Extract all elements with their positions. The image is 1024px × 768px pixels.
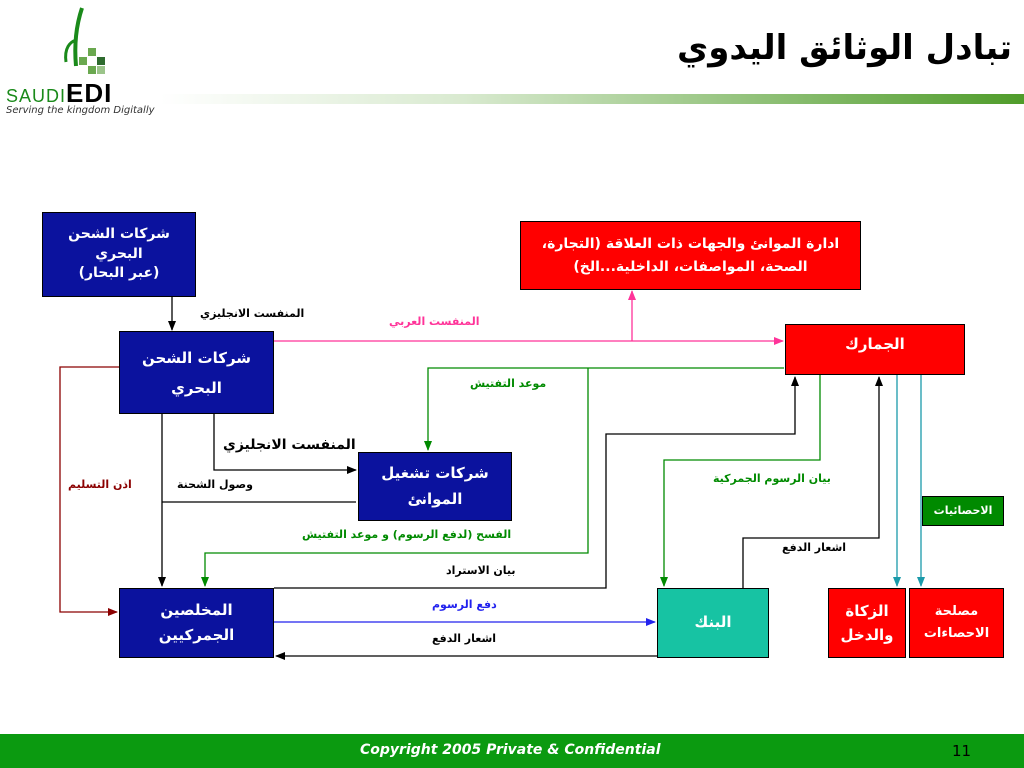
- label-english-manifest-2: المنفست الانجليزي: [223, 437, 356, 453]
- saudi-edi-logo: SAUDIEDI Serving the kingdom Digitally: [4, 4, 155, 120]
- customs-label: الجمارك: [845, 335, 905, 353]
- shipping-overseas-line-1: شركات الشحن: [68, 226, 170, 243]
- bank-label: البنك: [694, 613, 732, 632]
- label-arabic-manifest: المنفست العربي: [389, 315, 480, 328]
- logo-text-saudi: SAUDI: [6, 86, 67, 106]
- footer-copyright: Copyright 2005 Private & Confidential: [360, 742, 661, 758]
- stats-dept-line-1: مصلحة: [934, 603, 979, 619]
- shipping-lines-overseas-box: شركات الشحن البحري (عبر البحار): [42, 212, 196, 297]
- label-payment-notice-1: اشعار الدفع: [782, 541, 847, 554]
- edge-import-statement: [274, 376, 799, 589]
- statistics-tag-label: الاحصائيات: [933, 504, 993, 518]
- label-clearance: الفسح (لدفع الرسوم) و موعد التفتيش: [302, 528, 512, 541]
- label-customs-fee-statement: بيان الرسوم الجمركية: [713, 472, 831, 485]
- title-underline-bar: [160, 94, 1024, 104]
- customs-box: الجمارك: [785, 324, 965, 375]
- statistics-tag: الاحصائيات: [922, 496, 1004, 526]
- label-payment-notice-2: اشعار الدفع: [432, 632, 497, 645]
- shipping-overseas-line-3: (عبر البحار): [78, 265, 160, 282]
- label-english-manifest-1: المنفست الانجليزي: [200, 307, 305, 320]
- edge-english-manifest: [213, 414, 357, 474]
- zakat-line-2: والدخل: [840, 626, 894, 644]
- palm-logo-icon: [64, 7, 105, 74]
- logo-tagline: Serving the kingdom Digitally: [6, 105, 155, 116]
- bank-box: البنك: [657, 588, 769, 658]
- port-operators-box: شركات تشغيل الموانئ: [358, 452, 512, 521]
- edge-payment-notice-bank-customs: [742, 376, 883, 588]
- shipping-lines-box: شركات الشحن البحري: [119, 331, 274, 414]
- zakat-line-1: الزكاة: [845, 602, 889, 620]
- footer-bar: Copyright 2005 Private & Confidential 11: [0, 734, 1024, 768]
- edge-inspection-date: [424, 367, 784, 451]
- label-pay-fees: دفع الرسوم: [432, 598, 497, 611]
- statistics-dept-box: مصلحة الاحصاءات: [909, 588, 1004, 658]
- edge-delivery-permit: [59, 366, 119, 616]
- brokers-line-1: المخلصين: [160, 600, 233, 619]
- page-title: تبادل الوثائق اليدوي: [677, 28, 1012, 68]
- authorities-line-1: ادارة الموانئ والجهات ذات العلاقة (التجا…: [541, 236, 840, 253]
- label-shipment-arrival: وصول الشحنة: [177, 478, 253, 491]
- label-inspection-date: موعد التفتيش: [470, 377, 547, 390]
- customs-brokers-box: المخلصين الجمركيين: [119, 588, 274, 658]
- shipping-line-2: البحري: [171, 378, 222, 397]
- shipping-line-1: شركات الشحن: [141, 348, 252, 367]
- label-import-statement: بيان الاستراد: [446, 564, 516, 577]
- label-delivery-permit: اذن التسليم: [68, 478, 132, 491]
- authorities-line-2: الصحة، المواصفات، الداخلية...الخ): [573, 258, 808, 275]
- port-authorities-box: ادارة الموانئ والجهات ذات العلاقة (التجا…: [520, 221, 861, 290]
- port-operators-line-2: الموانئ: [407, 489, 463, 508]
- logo-text-edi: EDI: [66, 78, 113, 108]
- brokers-line-2: الجمركيين: [158, 626, 235, 644]
- stats-dept-line-2: الاحصاءات: [923, 626, 990, 641]
- shipping-overseas-line-2: البحري: [95, 245, 143, 262]
- page-number: 11: [952, 742, 972, 760]
- edge-clearance: [201, 368, 589, 587]
- zakat-income-box: الزكاة والدخل: [828, 588, 906, 658]
- edge-customs-fee-statement: [660, 375, 821, 587]
- port-operators-line-1: شركات تشغيل: [381, 464, 489, 482]
